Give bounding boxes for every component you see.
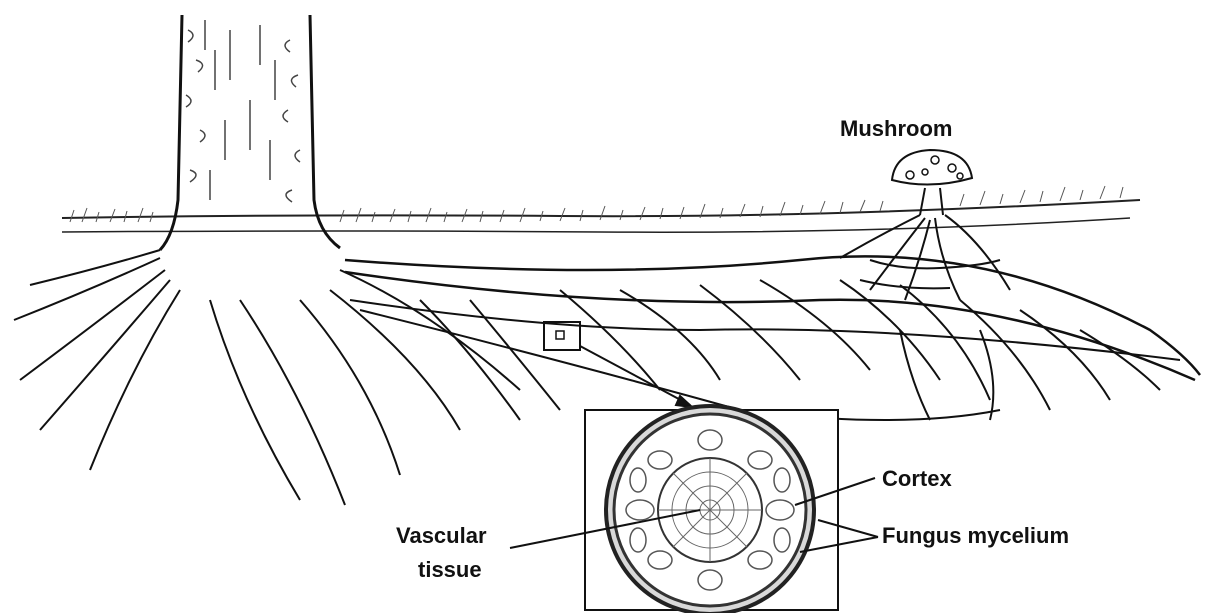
vascular-tissue-label-line1: Vascular <box>396 523 487 549</box>
ground-grass <box>62 186 1140 232</box>
vascular-tissue-label-line2: tissue <box>418 557 482 583</box>
mushroom-label: Mushroom <box>840 116 952 142</box>
cortex-label: Cortex <box>882 466 952 492</box>
fungus-mycelium-label: Fungus mycelium <box>882 523 1069 549</box>
zoom-marker <box>544 322 692 407</box>
